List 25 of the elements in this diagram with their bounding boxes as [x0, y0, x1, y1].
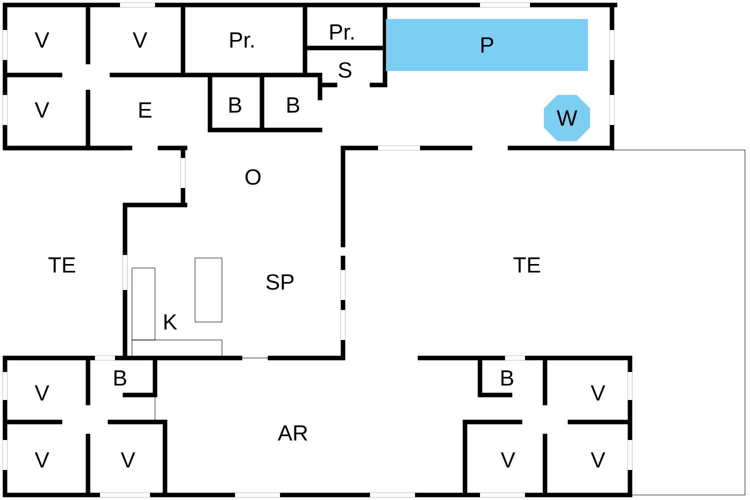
room-label: B	[501, 370, 514, 386]
room-label: AR	[278, 425, 308, 441]
room-label: V	[34, 32, 50, 48]
room-label: V	[34, 452, 50, 468]
room-label: V	[132, 32, 148, 48]
room-label: B	[114, 370, 126, 386]
room-label: V	[590, 385, 606, 401]
room-label: S	[338, 62, 352, 78]
room-label: V	[590, 452, 606, 468]
room-label: TE	[513, 257, 540, 273]
room-label: V	[500, 452, 516, 468]
room-label: Pr.	[330, 24, 354, 40]
room-label: TE	[48, 257, 76, 273]
room-label: V	[34, 385, 50, 401]
room-label: K	[164, 314, 178, 330]
room-label: E	[139, 102, 152, 118]
room-label: V	[34, 102, 50, 118]
pool: P	[386, 19, 588, 71]
room-label: O	[245, 169, 260, 185]
room-label: Pr.	[230, 32, 254, 48]
room-label: V	[120, 452, 136, 468]
room-label: B	[287, 97, 300, 113]
octagon: W	[544, 94, 590, 142]
room-label: SP	[266, 274, 294, 290]
room-label: B	[229, 97, 242, 113]
